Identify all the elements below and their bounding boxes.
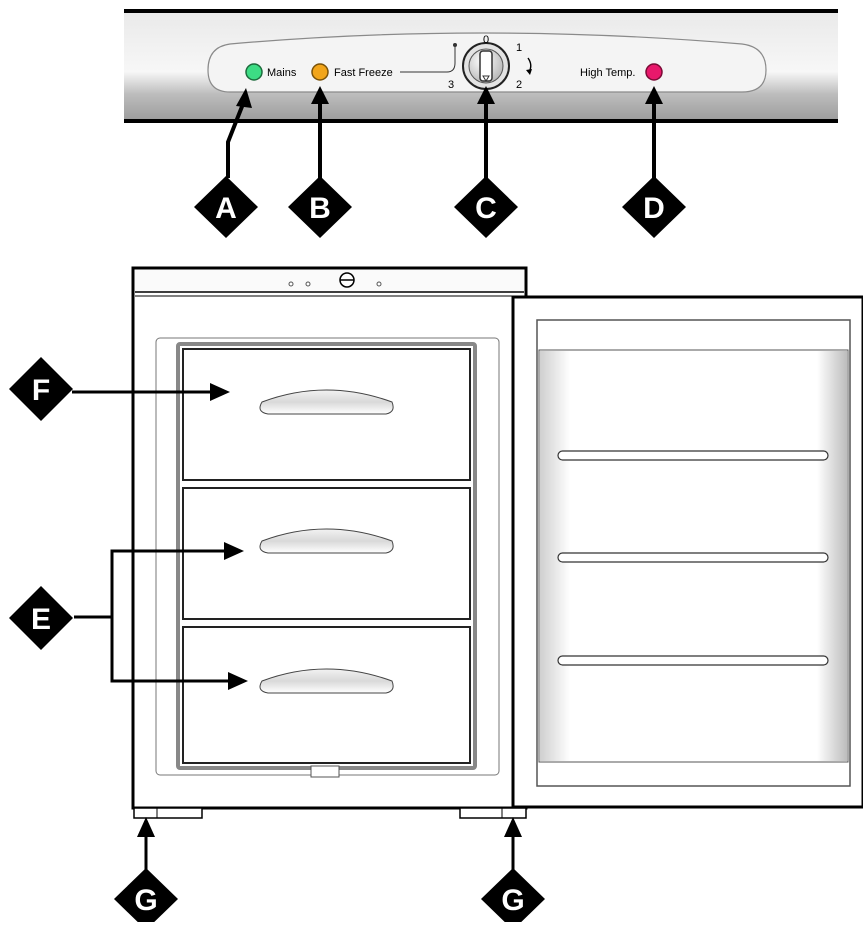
svg-text:F: F — [32, 374, 50, 407]
svg-text:G: G — [134, 884, 157, 917]
drawer-bottom[interactable] — [182, 626, 471, 764]
callout-c: C — [454, 176, 518, 238]
high-temp-label: High Temp. — [580, 67, 635, 79]
adjustable-foot-right — [459, 807, 527, 819]
svg-text:G: G — [501, 884, 524, 917]
svg-text:E: E — [31, 603, 51, 636]
mains-label: Mains — [267, 67, 297, 79]
high-temp-indicator-light — [645, 63, 663, 81]
svg-text:A: A — [215, 192, 237, 225]
svg-text:C: C — [475, 192, 497, 225]
mains-indicator-light — [245, 63, 263, 81]
dial-number-0: 0 — [483, 34, 489, 46]
freezer-cabinet — [131, 266, 528, 819]
callout-arrows-body — [72, 390, 515, 872]
fast-freeze-label: Fast Freeze — [334, 67, 393, 79]
temperature-dial[interactable]: 0 1 2 3 — [448, 34, 532, 91]
control-panel: Mains Fast Freeze 0 1 2 3 High Temp. — [124, 9, 838, 123]
dial-number-2: 2 — [516, 79, 522, 91]
callout-g-left: G — [114, 868, 178, 927]
svg-text:B: B — [309, 192, 331, 225]
callout-b: B — [288, 176, 352, 238]
dial-number-1: 1 — [516, 42, 522, 54]
dial-number-3: 3 — [448, 79, 454, 91]
callout-a: A — [194, 176, 258, 238]
callout-arrows-panel — [226, 103, 656, 178]
drawer-handle — [259, 528, 394, 554]
door-shelf-1 — [557, 450, 829, 461]
freezer-door-open[interactable] — [511, 295, 863, 809]
svg-text:D: D — [643, 192, 665, 225]
callout-g-right: G — [481, 868, 545, 927]
adjustable-foot-left — [133, 807, 203, 819]
drawer-handle — [259, 389, 394, 415]
callout-e: E — [9, 586, 73, 650]
drawer-handle — [259, 668, 394, 694]
door-shelf-2 — [557, 552, 829, 563]
callout-f: F — [9, 357, 73, 421]
door-shelf-3 — [557, 655, 829, 666]
drawer-top[interactable] — [182, 348, 471, 481]
fast-freeze-indicator-light — [311, 63, 329, 81]
callout-d: D — [622, 176, 686, 238]
